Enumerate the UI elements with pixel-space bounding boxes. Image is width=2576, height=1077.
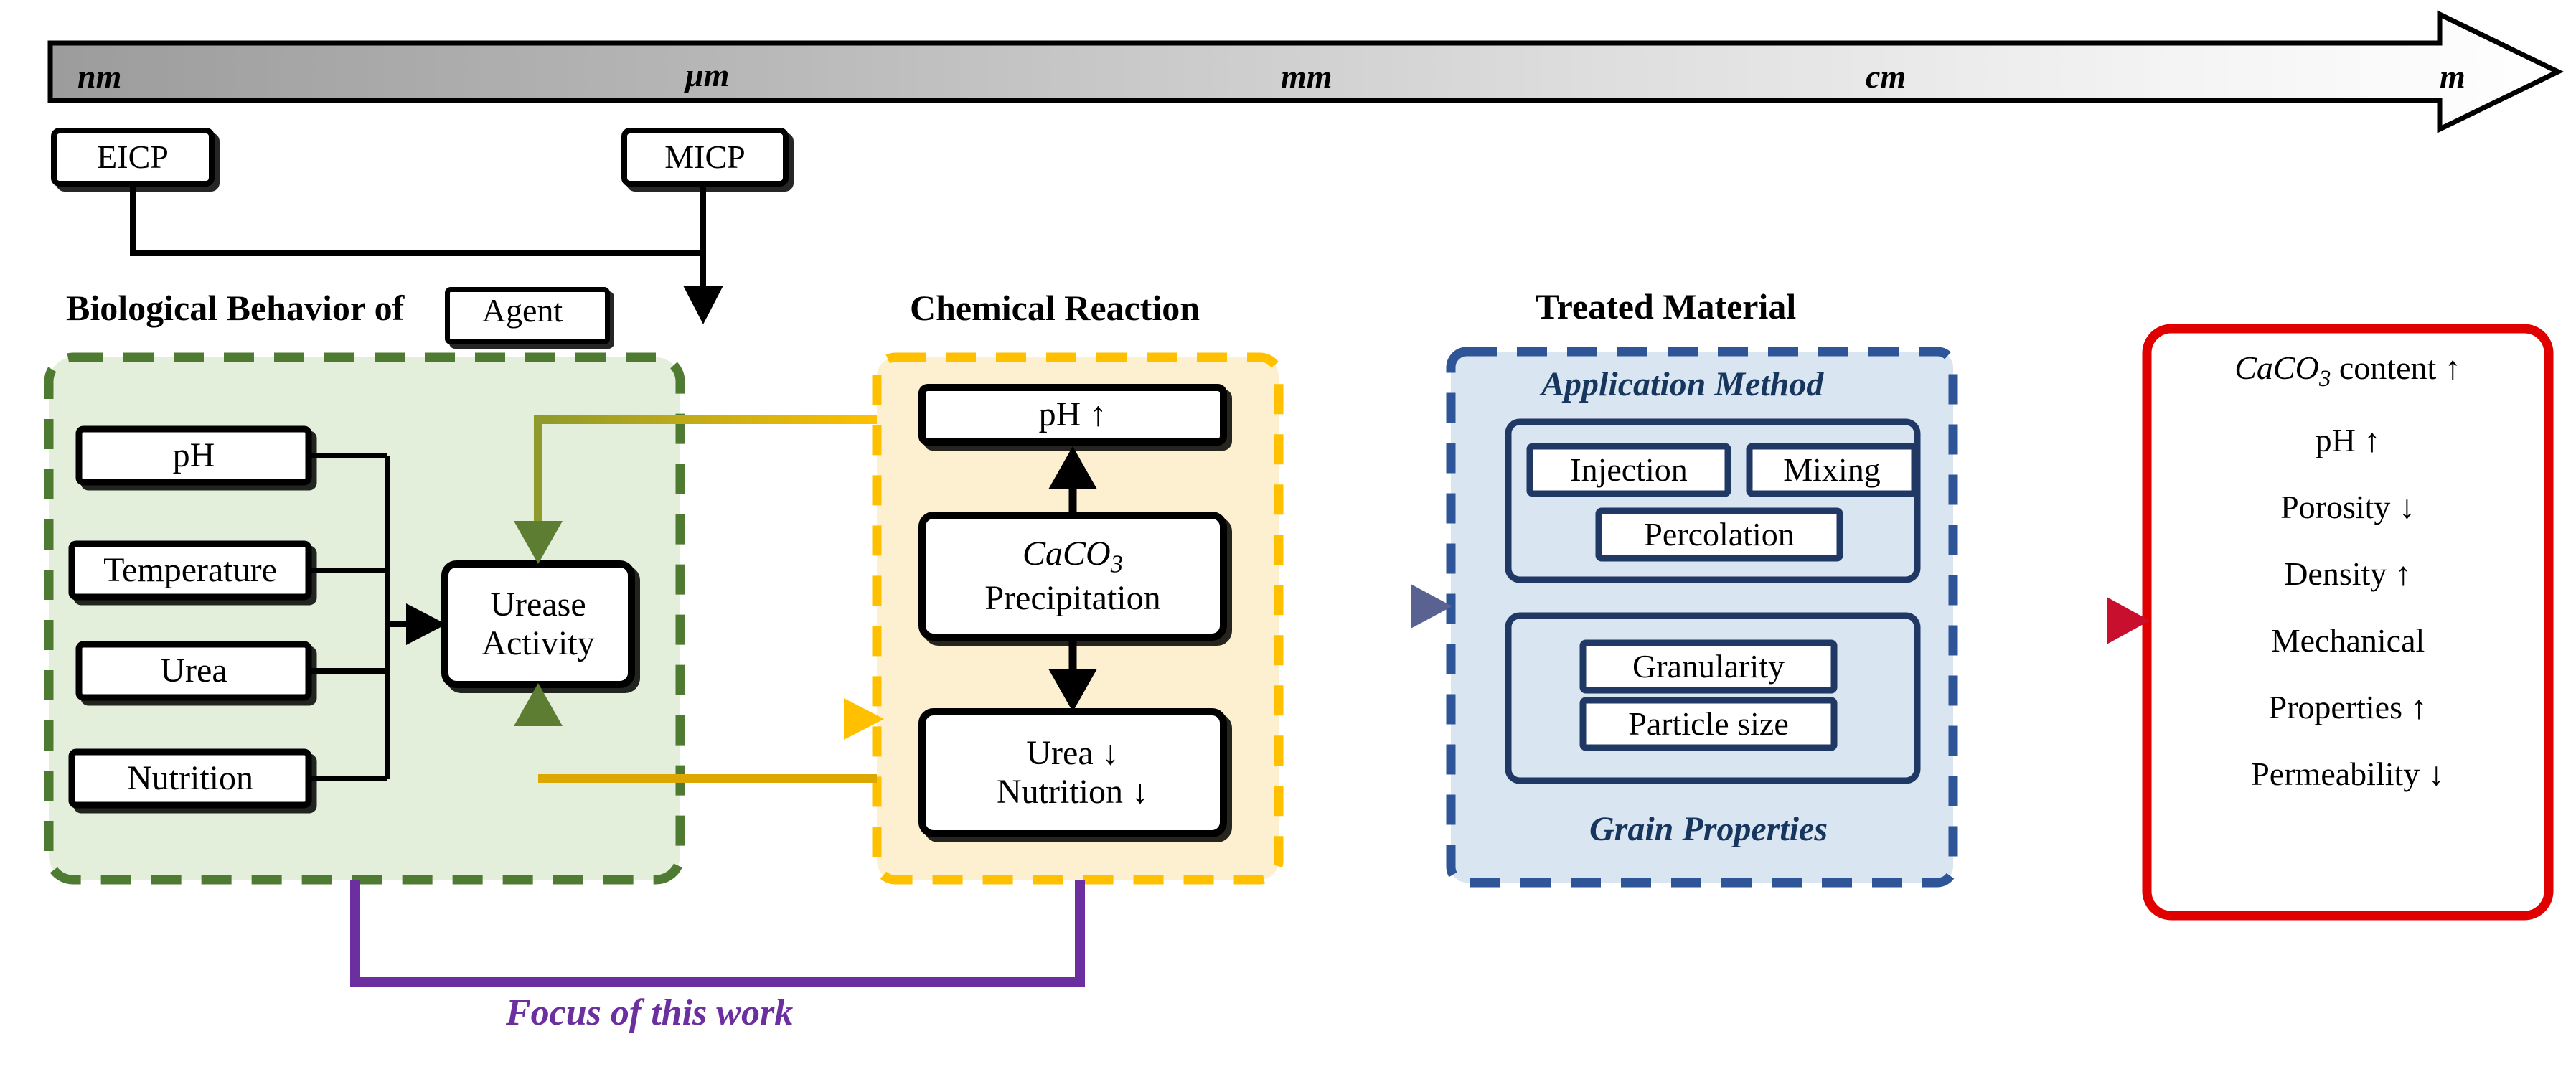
arrow-urease-to-precipitation [631, 698, 884, 740]
agent-box [445, 287, 610, 344]
scale-label-cm: cm [1866, 58, 1907, 95]
outcome-line-6: Permeability ↓ [2251, 756, 2445, 793]
urease-activity-box [441, 560, 635, 688]
chem-internal-arrows [1048, 446, 1097, 712]
micp-box [621, 128, 789, 187]
scale-label-um: μm [685, 57, 730, 93]
biological-title-prefix: Biological Behavior of [66, 288, 405, 328]
factor-box-urea [75, 641, 312, 701]
outcome-line-0: CaCO3 content ↑ [2147, 349, 2549, 392]
factor-box-ph [75, 425, 312, 486]
focus-of-this-work-label: Focus of this work [506, 992, 794, 1033]
arrow-treated-to-outcome [1953, 597, 2150, 644]
method-box-injection [1526, 443, 1731, 497]
chem-box-ph-up [918, 384, 1227, 446]
grain-box-particle-size [1579, 697, 1838, 751]
focus-bracket [350, 880, 1085, 987]
factor-box-temperature [68, 540, 312, 601]
outcome-list: CaCO3 content ↑ pH ↑ Porosity ↓ Density … [2147, 349, 2549, 793]
chem-box-urea-down [918, 708, 1227, 837]
feedback-arrow-urea-to-urease [514, 683, 877, 783]
outcome-line-4: Mechanical [2270, 622, 2425, 659]
grain-box-granularity [1579, 639, 1838, 694]
eicp-box [51, 128, 215, 187]
scale-label-mm: mm [1281, 58, 1332, 95]
factor-bus-connector [309, 453, 446, 781]
factor-box-nutrition [68, 748, 312, 809]
outcome-line-3: Density ↑ [2284, 555, 2412, 593]
outcome-caco3-post: content ↑ [2331, 349, 2461, 386]
outcome-caco3-sub: 3 [2318, 365, 2331, 392]
outcome-line-1: pH ↑ [2315, 422, 2381, 459]
scale-label-nm: nm [77, 58, 122, 95]
scale-label-m: m [2440, 58, 2465, 95]
agent-source-connectors [130, 178, 723, 324]
chem-box-caco3 [918, 512, 1227, 641]
treated-section-title: Treated Material [1536, 286, 1797, 326]
outcome-line-5: Properties ↑ [2268, 689, 2427, 726]
outcome-caco3-formula: CaCO [2234, 349, 2319, 386]
method-box-percolation [1595, 507, 1843, 562]
method-box-mixing [1746, 443, 1918, 497]
application-method-label: Application Method [1541, 365, 1824, 403]
length-scale-arrow [47, 10, 2565, 133]
grain-properties-label: Grain Properties [1589, 810, 1828, 848]
chemical-section-title: Chemical Reaction [910, 288, 1200, 328]
biological-section-title: Biological Behavior of [66, 287, 404, 329]
arrow-chemical-to-treated [1236, 584, 1452, 629]
outcome-line-2: Porosity ↓ [2280, 489, 2415, 526]
